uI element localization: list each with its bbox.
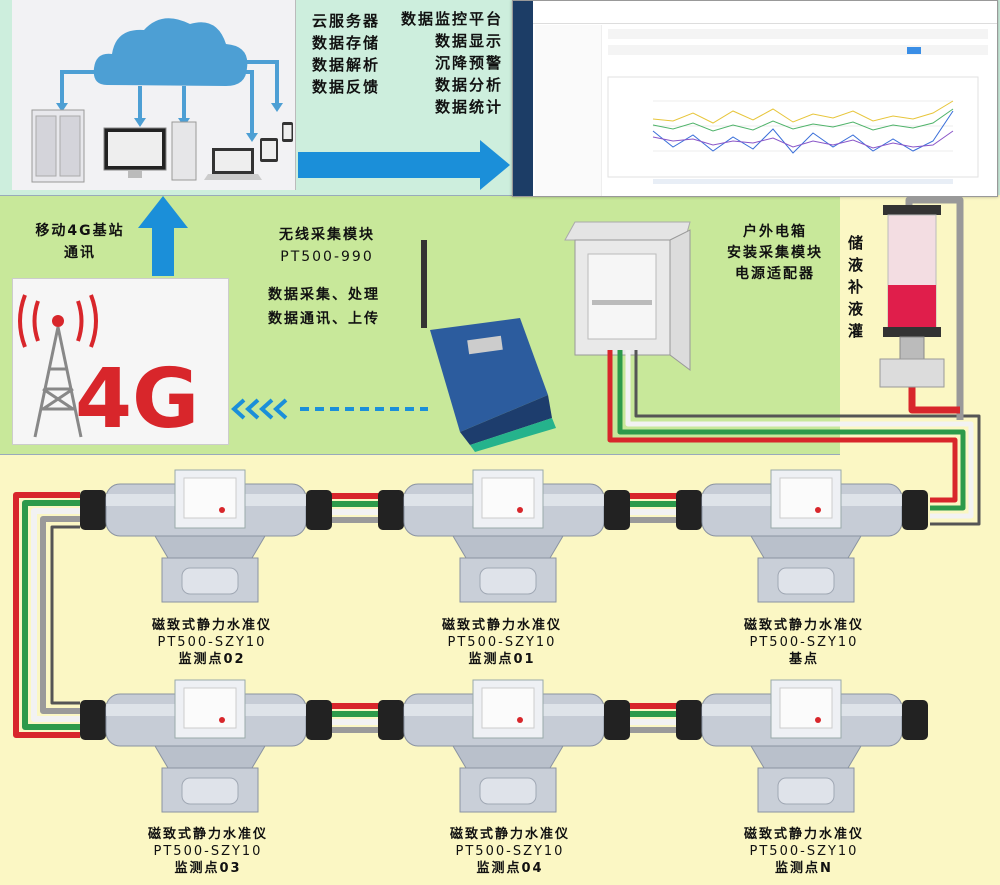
phone-icon [282, 122, 293, 142]
tank-label: 储液补液灌 [848, 234, 866, 340]
up-arrow-head [138, 196, 188, 228]
sensor-name: 磁致式静力水准仪 [147, 827, 268, 842]
sensor-point: 监测点02 [178, 652, 246, 667]
level-sensor-03 [80, 679, 332, 813]
module-label: 无线采集模块 PT500-990 [262, 224, 392, 268]
sensor-label-04: 磁致式静力水准仪 PT500-SZY10 监测点04 [420, 826, 600, 877]
uplink-arrows [138, 140, 510, 276]
sensor-name: 磁致式静力水准仪 [151, 618, 272, 633]
level-sensor-base [676, 469, 928, 603]
sensor-point: 监测点01 [468, 652, 536, 667]
antenna-tip-icon [52, 315, 64, 327]
base-station-line: 移动4G基站 [35, 223, 125, 239]
module-desc-line: 数据通讯、上传 [268, 311, 380, 327]
sensor-model: PT500-SZY10 [455, 844, 565, 859]
screenshot-menu [535, 25, 602, 196]
sensor-point: 基点 [788, 652, 819, 667]
sensor-model: PT500-SZY10 [749, 844, 859, 859]
server-rack-icon [31, 109, 85, 183]
screenshot-chart [607, 29, 988, 184]
sensor-model: PT500-SZY10 [157, 635, 267, 650]
laptop-icon [204, 148, 262, 180]
sensor-point: 监测点04 [476, 861, 544, 876]
cloud-services-text: 云服务器 数据存储 数据解析 数据反馈 [312, 10, 380, 98]
signal-waves-icon [18, 294, 98, 348]
platform-line: 数据显示 [435, 32, 504, 50]
cloud-icon [93, 18, 248, 87]
sensor-name: 磁致式静力水准仪 [743, 827, 864, 842]
box-line: 户外电箱 [743, 224, 807, 240]
platform-text: 数据监控平台 数据显示 沉降预警 数据分析 数据统计 [401, 8, 503, 118]
right-arrow-shaft [298, 152, 480, 178]
service-line: 数据解析 [312, 56, 381, 74]
box-label: 户外电箱 安装采集模块 电源适配器 [700, 222, 850, 285]
tower-pc-icon [171, 121, 197, 181]
tablet-icon [260, 138, 278, 162]
base-station-line: 通讯 [64, 245, 96, 261]
sensor-model: PT500-SZY10 [447, 635, 557, 650]
module-name: 无线采集模块 [279, 227, 375, 243]
platform-line: 沉降预警 [435, 54, 504, 72]
tower-icon [33, 326, 83, 438]
4g-panel: 4G [12, 278, 229, 445]
cable-bundle [607, 196, 981, 526]
level-sensor-n [676, 679, 928, 813]
screenshot-header [513, 1, 997, 24]
level-sensor-04 [378, 679, 630, 813]
sensor-label-03: 磁致式静力水准仪 PT500-SZY10 监测点03 [118, 826, 298, 877]
sensor-model: PT500-SZY10 [749, 635, 859, 650]
platform-screenshot [512, 0, 998, 197]
level-sensor-02 [80, 469, 332, 603]
sensor-name: 磁致式静力水准仪 [441, 618, 562, 633]
service-line: 数据存储 [312, 34, 381, 52]
cloud-server-illustration [31, 18, 293, 183]
screenshot-sidebar [513, 1, 533, 196]
service-line: 云服务器 [312, 12, 381, 30]
sensor-model: PT500-SZY10 [153, 844, 263, 859]
up-arrow-shaft [152, 228, 174, 276]
sensor-label-01: 磁致式静力水准仪 PT500-SZY10 监测点01 [412, 617, 592, 668]
cloud-panel [12, 0, 296, 190]
box-line: 电源适配器 [735, 266, 815, 282]
platform-line: 数据统计 [435, 98, 504, 116]
storage-tank [879, 205, 945, 388]
4g-tower-illustration: 4G [18, 294, 199, 444]
module-model: PT500-990 [280, 249, 374, 265]
base-station-label: 移动4G基站 通讯 [20, 220, 140, 264]
sensor-label-02: 磁致式静力水准仪 PT500-SZY10 监测点02 [122, 617, 302, 668]
wireless-module [421, 240, 556, 452]
sensor-label-base: 磁致式静力水准仪 PT500-SZY10 基点 [714, 617, 894, 668]
outdoor-cabinet [564, 221, 691, 371]
level-sensor-01 [378, 469, 630, 603]
sensor-name: 磁致式静力水准仪 [743, 618, 864, 633]
module-desc-line: 数据采集、处理 [268, 287, 380, 303]
sensor-point: 监测点N [775, 861, 833, 876]
4g-logo-text: 4G [75, 352, 199, 444]
wireless-link-arrow [231, 398, 428, 420]
platform-line: 数据分析 [435, 76, 504, 94]
box-line: 安装采集模块 [727, 245, 823, 261]
module-desc: 数据采集、处理 数据通讯、上传 [258, 283, 390, 331]
platform-line: 数据监控平台 [401, 10, 504, 28]
right-arrow-head [480, 140, 510, 190]
sensor-name: 磁致式静力水准仪 [449, 827, 570, 842]
service-line: 数据反馈 [312, 78, 381, 96]
monitor-icon [103, 127, 167, 178]
sensor-point: 监测点03 [174, 861, 242, 876]
sensor-label-n: 磁致式静力水准仪 PT500-SZY10 监测点N [714, 826, 894, 877]
